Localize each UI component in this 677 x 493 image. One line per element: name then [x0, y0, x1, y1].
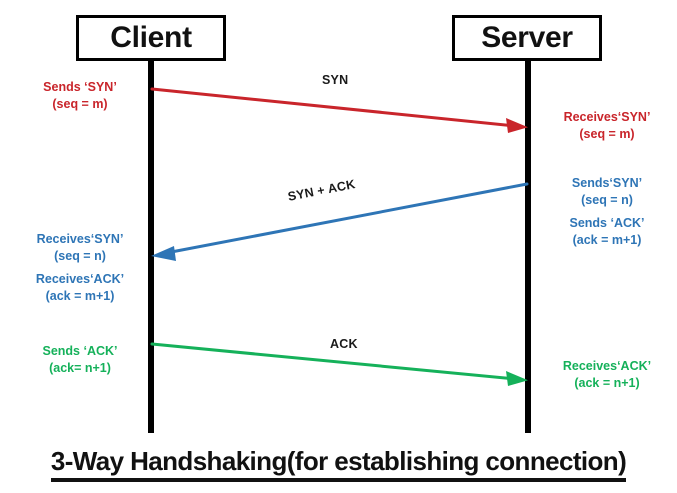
annotation-line-1: Receives‘ACK’ — [35, 272, 125, 286]
annotation-client-receives-ack: Receives‘ACK’ (ack = m+1) — [18, 271, 142, 305]
annotation-server-receives-syn: Receives‘SYN’ (seq = m) — [544, 109, 670, 143]
annotation-line-1: Sends ‘ACK’ — [569, 216, 645, 230]
node-client: Client — [76, 15, 226, 61]
annotation-line-2: (seq = n) — [581, 193, 633, 207]
message-label-ack: ACK — [330, 337, 358, 351]
annotation-server-sends-ack: Sends ‘ACK’ (ack = m+1) — [544, 215, 670, 249]
annotation-line-2: (ack= n+1) — [49, 361, 111, 375]
arrow-ack — [150, 342, 528, 386]
annotation-client-sends-syn: Sends ‘SYN’ (seq = m) — [18, 79, 142, 113]
arrow-syn-ack — [151, 182, 529, 261]
annotation-line-1: Sends‘SYN’ — [571, 176, 643, 190]
annotation-line-2: (seq = m) — [579, 127, 635, 141]
node-server-label: Server — [481, 21, 573, 54]
annotation-line-2: (seq = m) — [52, 97, 108, 111]
annotation-line-2: (ack = m+1) — [45, 289, 115, 303]
annotation-line-1: Receives‘ACK’ — [562, 359, 652, 373]
arrow-syn — [150, 87, 528, 133]
annotation-line-2: (ack = n+1) — [574, 376, 640, 390]
annotation-server-receives-ack: Receives‘ACK’ (ack = n+1) — [544, 358, 670, 392]
annotation-line-1: Sends ‘ACK’ — [42, 344, 118, 358]
annotation-line-1: Sends ‘SYN’ — [43, 80, 117, 94]
annotation-server-sends-syn: Sends‘SYN’ (seq = n) — [544, 175, 670, 209]
annotation-line-1: Receives‘SYN’ — [36, 232, 124, 246]
annotation-line-2: (seq = n) — [54, 249, 106, 263]
diagram-caption-text: 3-Way Handshaking(for establishing conne… — [50, 446, 627, 482]
message-label-syn: SYN — [322, 73, 349, 87]
node-server: Server — [452, 15, 602, 61]
annotation-client-sends-ack: Sends ‘ACK’ (ack= n+1) — [18, 343, 142, 377]
node-client-label: Client — [110, 21, 192, 54]
annotation-line-2: (ack = m+1) — [572, 233, 642, 247]
annotation-client-receives-syn: Receives‘SYN’ (seq = n) — [18, 231, 142, 265]
diagram-caption: 3-Way Handshaking(for establishing conne… — [0, 446, 677, 482]
annotation-line-1: Receives‘SYN’ — [563, 110, 651, 124]
